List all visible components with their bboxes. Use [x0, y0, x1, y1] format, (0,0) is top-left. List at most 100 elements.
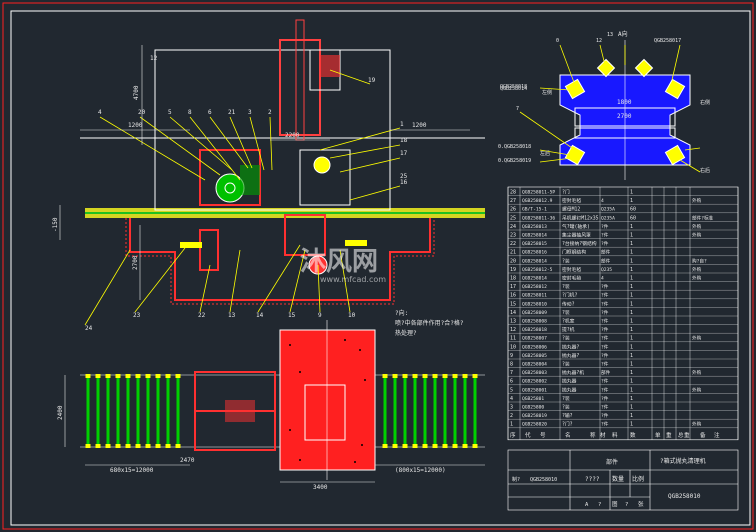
bom-code: QGB258004 — [522, 362, 547, 368]
sheet-mark: A — [585, 502, 589, 508]
bom-qty: 1 — [630, 344, 633, 350]
blast-wheel-hub — [224, 182, 236, 194]
balloon-12: 12 — [150, 55, 158, 62]
bom-name: 抛丸器? — [562, 343, 579, 350]
roller-bearing-top — [472, 374, 478, 378]
roller-bearing-bottom — [442, 444, 448, 448]
section-label: 左后 — [540, 150, 550, 157]
dim-pit-depth: 2700 — [132, 255, 139, 270]
balloon-4: 4 — [98, 109, 102, 116]
bom-no: 20 — [510, 258, 516, 264]
bom-material: ?件 — [601, 343, 609, 350]
bom-no: 2 — [510, 413, 513, 419]
bom-no: 5 — [510, 387, 513, 393]
bom-name: 抛丸器 — [562, 378, 577, 385]
balloon-19: 19 — [368, 77, 376, 84]
plan-view — [64, 320, 485, 483]
bom-name: 门框钢结构 — [562, 249, 586, 256]
bom-material: ?件 — [601, 386, 609, 393]
bom-code: QGB258014 — [522, 276, 547, 282]
right-chamber — [299, 149, 351, 206]
bom-header-cell: 料 — [612, 431, 618, 439]
section-label: QGB258014 — [500, 86, 527, 92]
roller-bearing-top — [175, 374, 181, 378]
section-leaders — [519, 44, 701, 173]
section-label: 0.QGB258018 — [498, 144, 531, 150]
bom-name: ?装 — [562, 361, 570, 368]
balloon-25: 25 — [400, 173, 408, 180]
section-label: QGB258017 — [654, 38, 681, 44]
bom-header-cell: 称 — [590, 431, 596, 439]
bom-code: QGB258012.9 — [522, 198, 553, 204]
bom-code: QGB258020 — [522, 422, 547, 428]
note-line-3: 热处理? — [395, 329, 417, 337]
bom-name: 抛丸器? — [562, 352, 579, 359]
section-label: 左侧 — [542, 89, 552, 96]
booth-plan — [279, 329, 376, 471]
roller-bearing-bottom — [452, 444, 458, 448]
bom-qty: 1 — [630, 284, 633, 290]
balloon-16: 16 — [400, 179, 408, 186]
watermark-url: www.mfcad.com — [320, 275, 386, 284]
roller-bearing-top — [135, 374, 141, 378]
roller-bearing-bottom — [422, 444, 428, 448]
bom-material: ?件 — [601, 421, 609, 428]
dim-lines — [59, 45, 470, 300]
bom-code: QGB258006 — [522, 344, 547, 350]
tb-part-label: 部件 — [606, 458, 618, 466]
roller-bearing-bottom — [115, 444, 121, 448]
bom-name: ?台接纳?钢结构 — [562, 240, 597, 247]
section-wheels — [564, 58, 686, 166]
bom-qty: 1 — [630, 310, 633, 316]
roller-bearing-bottom — [432, 444, 438, 448]
elevator-column — [279, 39, 321, 136]
roller-bearing-top — [145, 374, 151, 378]
bom-code: QGB258013 — [522, 224, 547, 230]
bom-qty: 60 — [630, 207, 636, 213]
bom-code: QGB258011-36 — [522, 215, 555, 221]
note-line-1: ?向: — [395, 309, 408, 317]
bom-no: 23 — [510, 233, 516, 239]
bom-name: 抛丸器 — [562, 386, 577, 393]
tb-weight-label: 数量 — [612, 475, 624, 483]
bom-code: QGB258016 — [522, 250, 547, 256]
sheet-mark: 张 — [638, 500, 644, 508]
bom-qty: 1 — [630, 301, 633, 307]
roller-bearing-top — [85, 374, 91, 378]
bom-qty: 1 — [630, 336, 633, 342]
bom-no: 28 — [510, 190, 516, 196]
roller-bearing-top — [402, 374, 408, 378]
bom-name: 传动? — [562, 300, 575, 307]
bom-material: ?件 — [601, 395, 609, 402]
bom-qty: 1 — [630, 370, 633, 376]
bom-note: 外购 — [692, 335, 702, 342]
bom-name: 气?罐(轴承) — [562, 223, 590, 230]
bom-name: 密封毛毡 — [562, 275, 581, 282]
bom-note: 外购 — [692, 197, 702, 204]
bom-qty: 1 — [630, 319, 633, 325]
balloon-6: 6 — [208, 109, 212, 116]
bom-no: 12 — [510, 327, 516, 333]
plan-center-label: 3400 — [313, 484, 328, 491]
bom-material: ?件 — [601, 326, 609, 333]
roller-bearing-top — [412, 374, 418, 378]
bom-qty: 1 — [630, 327, 633, 333]
roller-bearing-top — [125, 374, 131, 378]
bom-qty: 1 — [630, 413, 633, 419]
blast-wheel-right — [313, 156, 331, 174]
roller-bearing-bottom — [165, 444, 171, 448]
roller-bearing-bottom — [392, 444, 398, 448]
roller-bearing-top — [165, 374, 171, 378]
section-dim-width: 1800 — [617, 99, 632, 106]
dim-width-left: 1200 — [128, 122, 143, 129]
bom-no: 14 — [510, 310, 516, 316]
balloon-3: 3 — [248, 109, 252, 116]
bom-material: ?件 — [601, 412, 609, 419]
bom-name: ?门机? — [562, 292, 577, 299]
elevator-shaft — [295, 19, 305, 141]
bom-qty: 1 — [630, 190, 633, 196]
